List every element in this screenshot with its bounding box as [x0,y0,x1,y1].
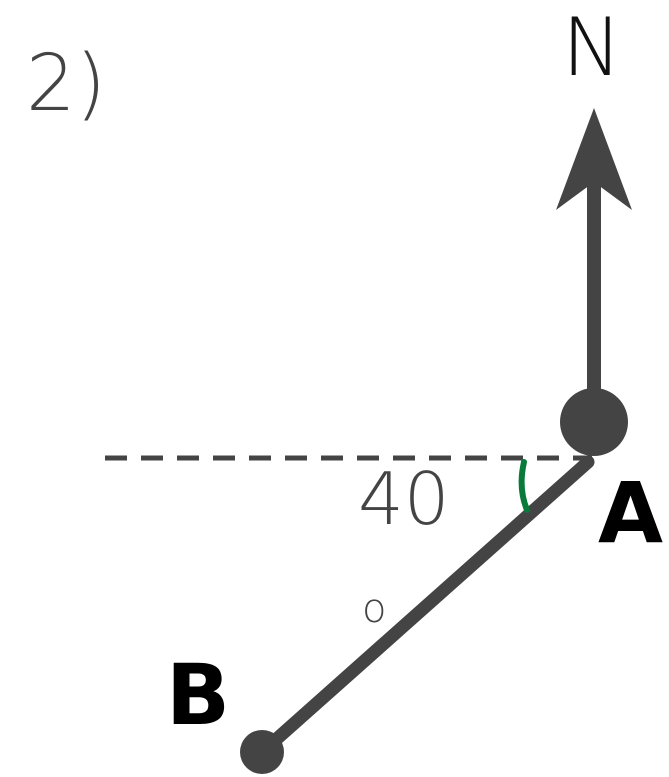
point-b-label: B [166,646,230,744]
angle-value: 40 [358,457,450,541]
point-a-label: A [598,464,663,562]
point-b-dot [240,730,284,774]
line-a-to-b [255,455,595,759]
north-arrowhead [556,108,632,210]
degree-symbol: o [362,586,386,632]
question-number: 2) [26,39,106,129]
north-arrow-icon [556,108,632,410]
point-a-dot [560,388,628,456]
angle-arc [518,459,530,513]
north-label: N [562,1,622,94]
